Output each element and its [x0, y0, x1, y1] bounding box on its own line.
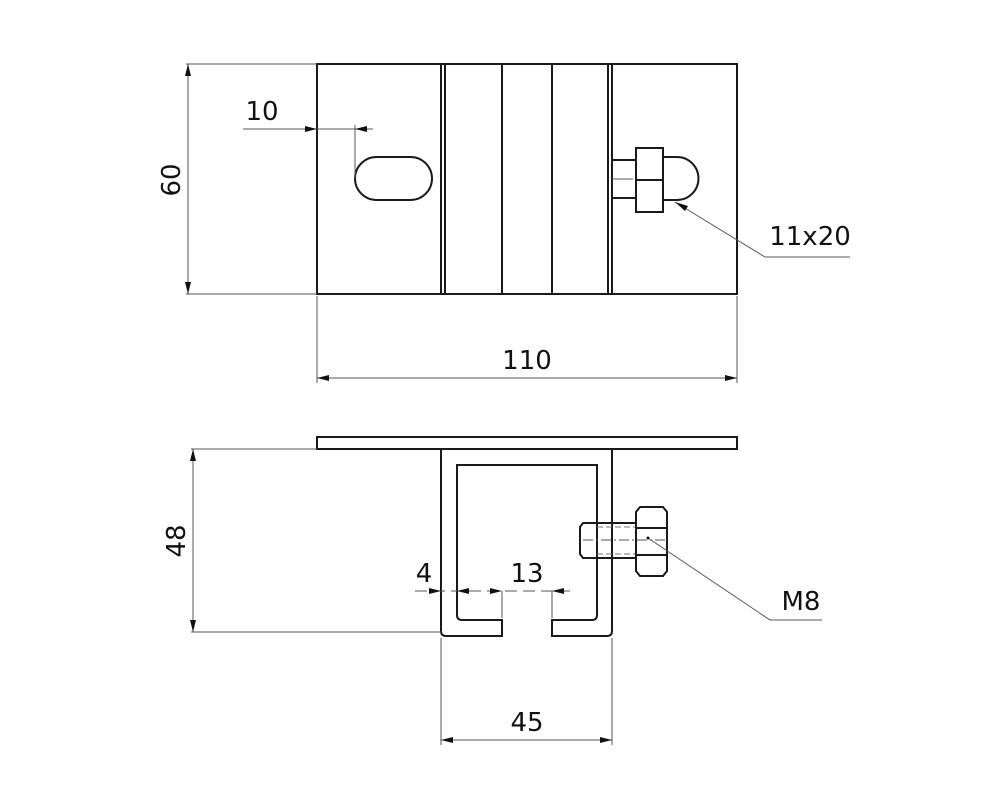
flange — [316, 436, 738, 450]
dimension-48: 48 — [162, 448, 441, 633]
base-plate-outline — [316, 63, 738, 295]
slot — [354, 156, 433, 201]
channel-profile — [440, 449, 613, 637]
hex-nut-icon — [635, 506, 668, 577]
dim-label: M8 — [782, 587, 821, 617]
bolt-top — [612, 147, 700, 213]
dim-label: 60 — [157, 163, 187, 196]
dim-label: 11x20 — [769, 222, 851, 252]
dim-label: 48 — [162, 524, 192, 557]
dimension-60: 60 — [157, 63, 317, 295]
channel-lines — [440, 64, 613, 294]
dimension-10: 10 — [243, 97, 373, 178]
leader-11x20: 11x20 — [674, 201, 851, 258]
dim-label: 45 — [510, 708, 543, 738]
dimension-45: 45 — [440, 638, 613, 745]
dim-label: 13 — [510, 559, 543, 589]
dim-label: 10 — [245, 97, 278, 127]
top-view: 60 10 11x20 110 — [157, 63, 851, 383]
leader-m8: M8 — [646, 536, 822, 621]
side-view: 48 4 13 M8 45 — [162, 436, 822, 745]
dimension-110: 110 — [316, 296, 738, 383]
bolt-side — [579, 506, 668, 577]
dimension-4-13: 4 13 — [415, 559, 570, 618]
dim-label: 110 — [502, 346, 552, 376]
dim-label: 4 — [416, 559, 433, 589]
